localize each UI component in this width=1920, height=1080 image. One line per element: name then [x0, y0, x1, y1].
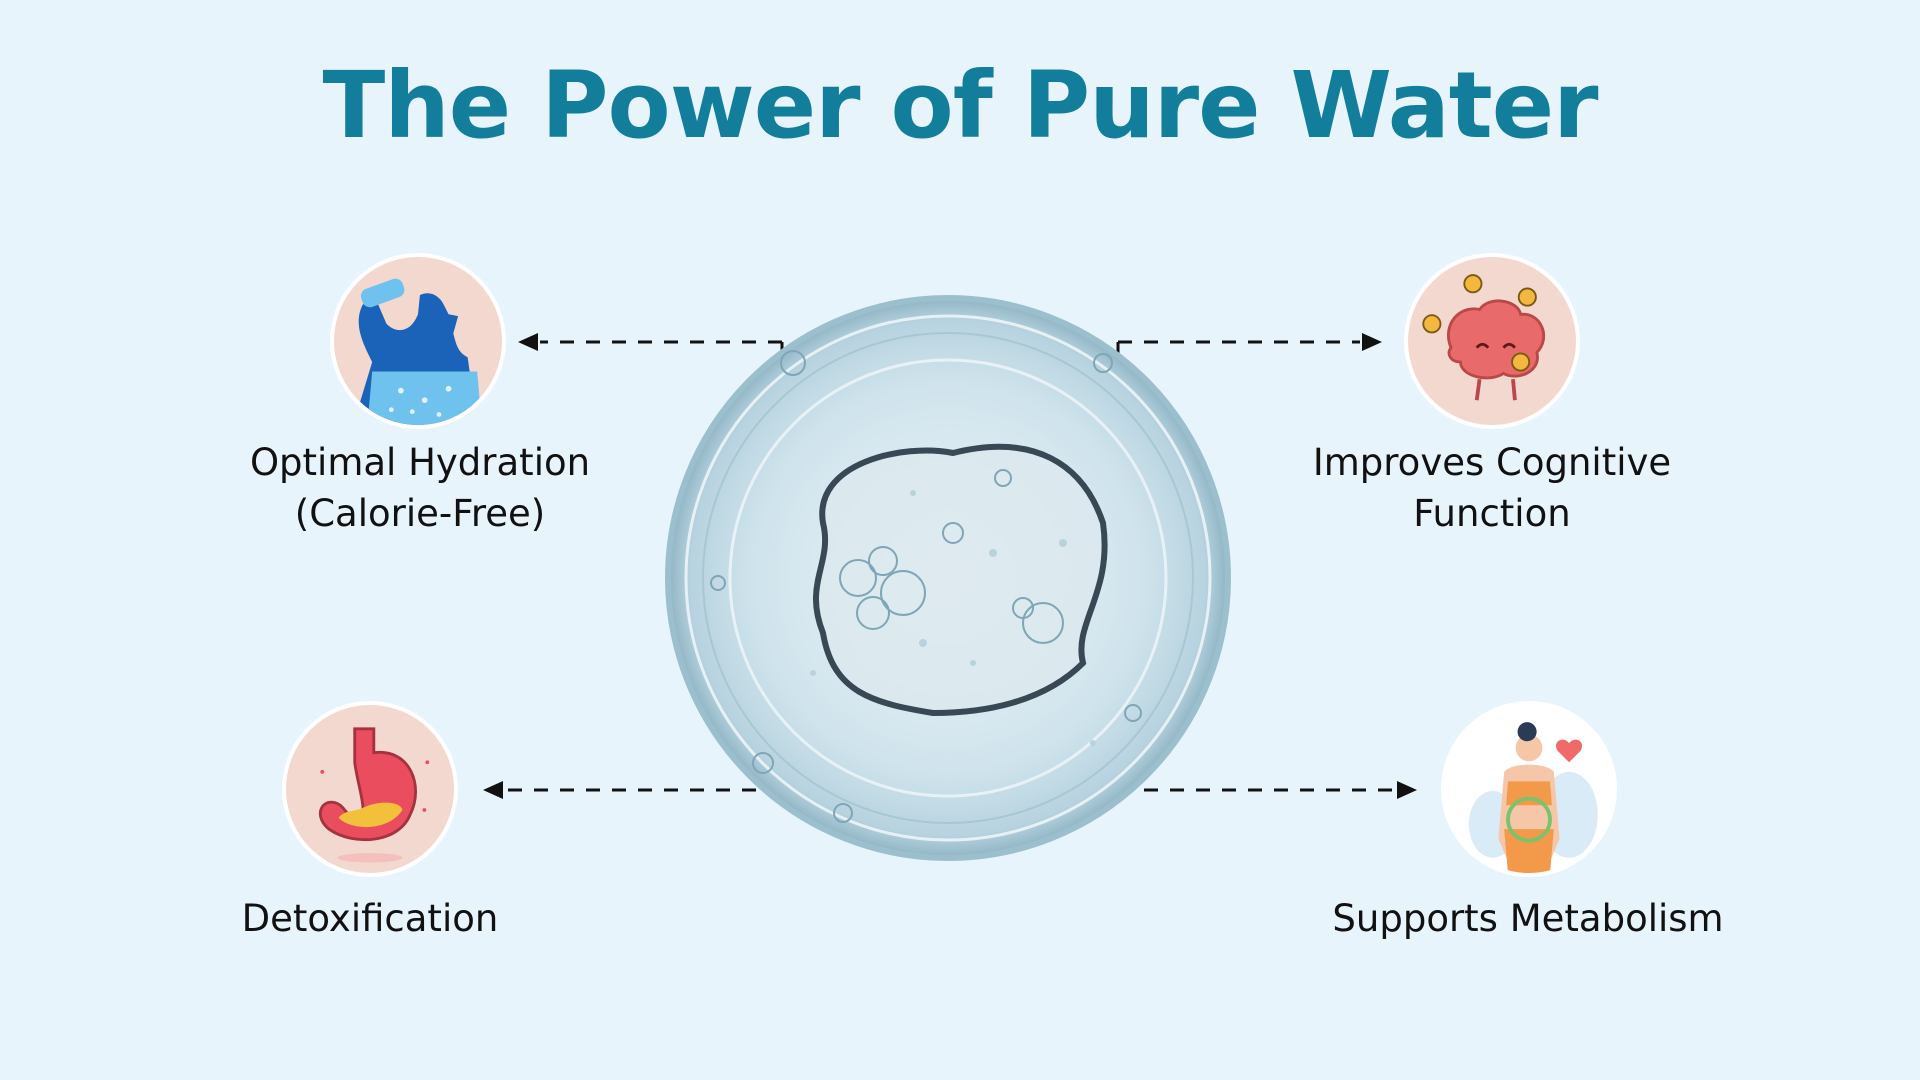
page-title: The Power of Pure Water: [322, 52, 1598, 159]
label-metabolism: Supports Metabolism: [1328, 893, 1728, 944]
brain-with-lightbulbs-icon: [1422, 274, 1546, 401]
arrowhead-detox: [483, 781, 503, 799]
metabolism-icon-circle: [1441, 701, 1617, 877]
label-metabolism-line-1: Supports Metabolism: [1332, 897, 1724, 940]
label-hydration: Optimal Hydration (Calorie-Free): [220, 437, 620, 539]
hydration-icon-circle: [330, 253, 506, 429]
label-hydration-line-2: (Calorie-Free): [294, 492, 546, 535]
person-drinking-water-icon: [353, 278, 482, 425]
detox-icon-circle: [282, 701, 458, 877]
label-cognitive-line-2: Function: [1413, 492, 1571, 535]
arrowhead-cognitive: [1362, 333, 1382, 351]
cognitive-icon-circle: [1404, 253, 1580, 429]
stomach-icon: [318, 727, 430, 863]
label-cognitive-line-1: Improves Cognitive: [1312, 441, 1672, 484]
label-cognitive: Improves Cognitive Function: [1292, 437, 1692, 539]
woman-metabolism-icon: [1468, 722, 1598, 873]
label-hydration-line-1: Optimal Hydration: [249, 441, 591, 484]
arrowhead-metabolism: [1397, 781, 1417, 799]
arrowhead-hydration: [518, 333, 538, 351]
label-detox: Detoxification: [170, 893, 570, 944]
label-detox-line-1: Detoxification: [241, 897, 499, 940]
water-glass-top-view-icon: [665, 295, 1231, 861]
